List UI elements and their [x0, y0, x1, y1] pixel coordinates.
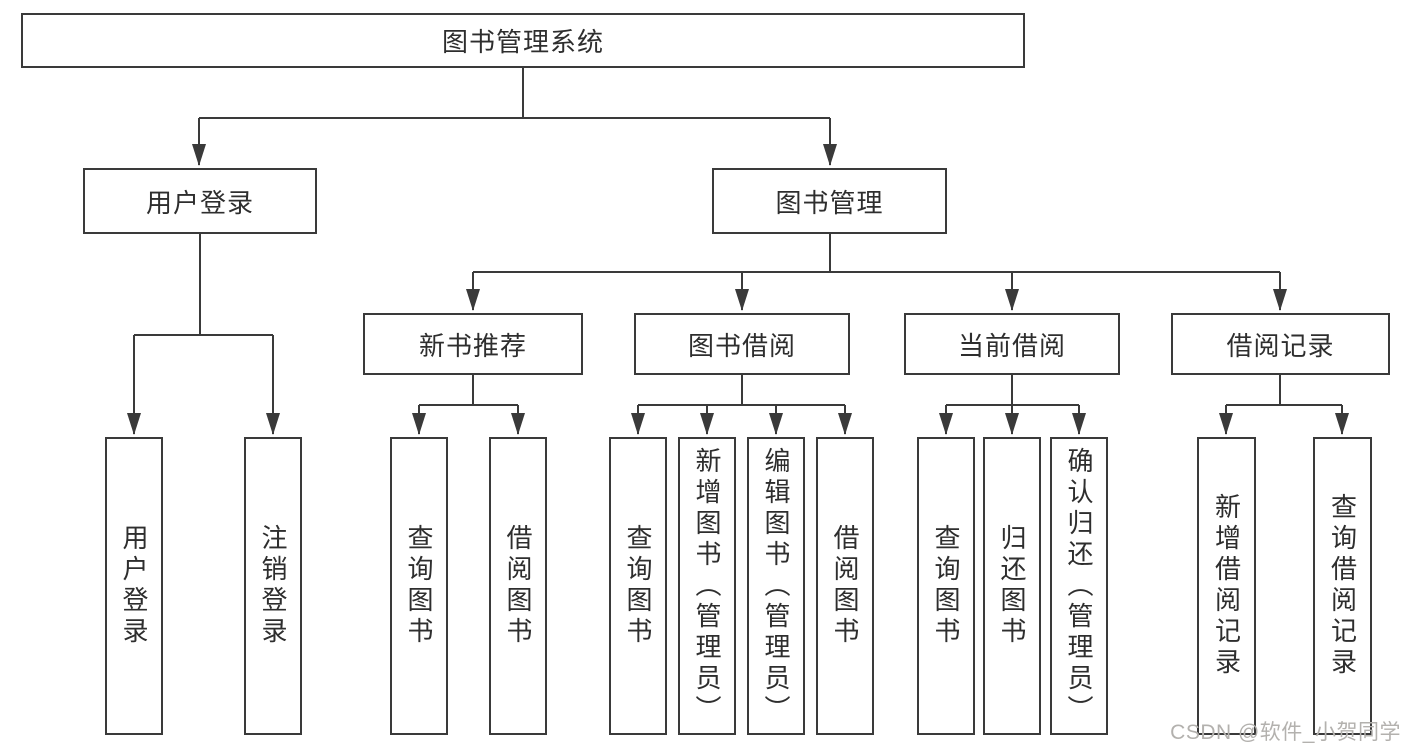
node-label: 归还图书 — [997, 524, 1027, 648]
node-leaf-edit-books-admin: 编辑图书（管理员） — [747, 437, 805, 735]
node-leaf-user-login: 用户登录 — [105, 437, 163, 735]
node-label: 借阅图书 — [503, 524, 533, 648]
node-label: 注销登录 — [258, 524, 288, 648]
node-label: 图书借阅 — [687, 330, 796, 361]
node-label: 查询图书 — [931, 524, 961, 648]
node-leaf-query-books-3: 查询图书 — [917, 437, 975, 735]
node-leaf-query-books-1: 查询图书 — [390, 437, 448, 735]
node-label: 新增借阅记录 — [1211, 493, 1242, 679]
node-leaf-confirm-return-admin: 确认归还（管理员） — [1050, 437, 1108, 735]
node-library-management-system: 图书管理系统 — [21, 13, 1025, 68]
node-label: 图书管理系统 — [441, 27, 604, 57]
node-label: 新增图书（管理员） — [692, 446, 722, 726]
node-borrowing-records: 借阅记录 — [1171, 313, 1390, 375]
node-leaf-query-borrow-record: 查询借阅记录 — [1313, 437, 1372, 735]
node-leaf-borrow-books-2: 借阅图书 — [816, 437, 874, 735]
node-label: 用户登录 — [145, 187, 254, 218]
csdn-watermark: CSDN @软件_小贺同学 — [1170, 721, 1401, 744]
node-leaf-query-books-2: 查询图书 — [609, 437, 667, 735]
node-label: 查询图书 — [404, 524, 434, 648]
node-label: 图书管理 — [775, 187, 884, 218]
node-leaf-return-books: 归还图书 — [983, 437, 1041, 735]
node-book-borrowing: 图书借阅 — [634, 313, 850, 375]
node-leaf-logout: 注销登录 — [244, 437, 302, 735]
node-leaf-add-books-admin: 新增图书（管理员） — [678, 437, 736, 735]
node-leaf-add-borrow-record: 新增借阅记录 — [1197, 437, 1256, 735]
node-label: 新书推荐 — [418, 330, 527, 361]
node-label: 编辑图书（管理员） — [761, 446, 791, 726]
node-book-management-branch: 图书管理 — [712, 168, 947, 234]
node-label: 查询借阅记录 — [1327, 493, 1358, 679]
node-new-book-recommendation: 新书推荐 — [363, 313, 583, 375]
node-label: 查询图书 — [623, 524, 653, 648]
node-label: 借阅记录 — [1226, 330, 1335, 361]
node-leaf-borrow-books-1: 借阅图书 — [489, 437, 547, 735]
node-label: 确认归还（管理员） — [1064, 446, 1094, 726]
node-label: 借阅图书 — [830, 524, 860, 648]
node-label: 用户登录 — [119, 524, 149, 648]
node-user-login-branch: 用户登录 — [83, 168, 317, 234]
node-label: 当前借阅 — [957, 330, 1066, 361]
node-current-borrowing: 当前借阅 — [904, 313, 1120, 375]
